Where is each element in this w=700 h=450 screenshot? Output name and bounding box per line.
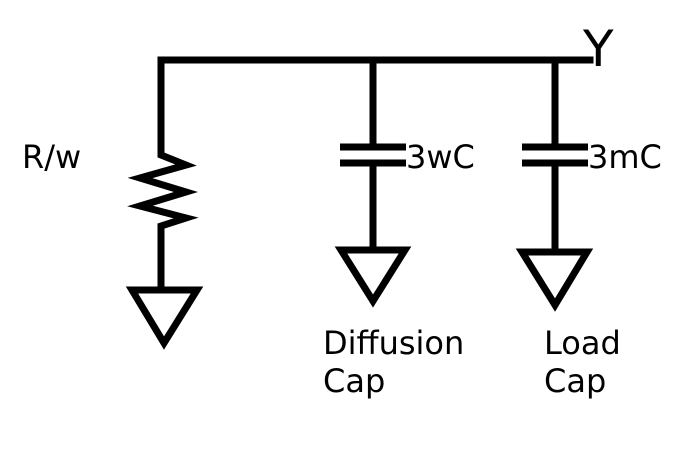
load-cap-caption-line2: Cap bbox=[544, 362, 606, 400]
diffusion-cap-caption-line2: Cap bbox=[323, 362, 385, 400]
diffusion-cap-value-label: 3wC bbox=[406, 138, 475, 176]
output-node-label: Y bbox=[582, 20, 614, 78]
resistor-ground-icon bbox=[125, 286, 204, 350]
load-cap-branch: 3mC Load Cap bbox=[515, 56, 662, 400]
resistor-label: R/w bbox=[22, 138, 81, 176]
load-cap-ground-icon bbox=[515, 248, 594, 312]
resistor-symbol bbox=[127, 56, 199, 294]
load-cap-caption-line1: Load bbox=[544, 324, 621, 362]
load-cap-value-label: 3mC bbox=[588, 138, 662, 176]
diffusion-cap-branch: 3wC Diffusion Cap bbox=[323, 56, 475, 400]
diffusion-cap-caption-line1: Diffusion bbox=[323, 324, 464, 362]
resistor-branch: R/w bbox=[22, 56, 204, 350]
diffusion-cap-ground-icon bbox=[334, 246, 412, 308]
